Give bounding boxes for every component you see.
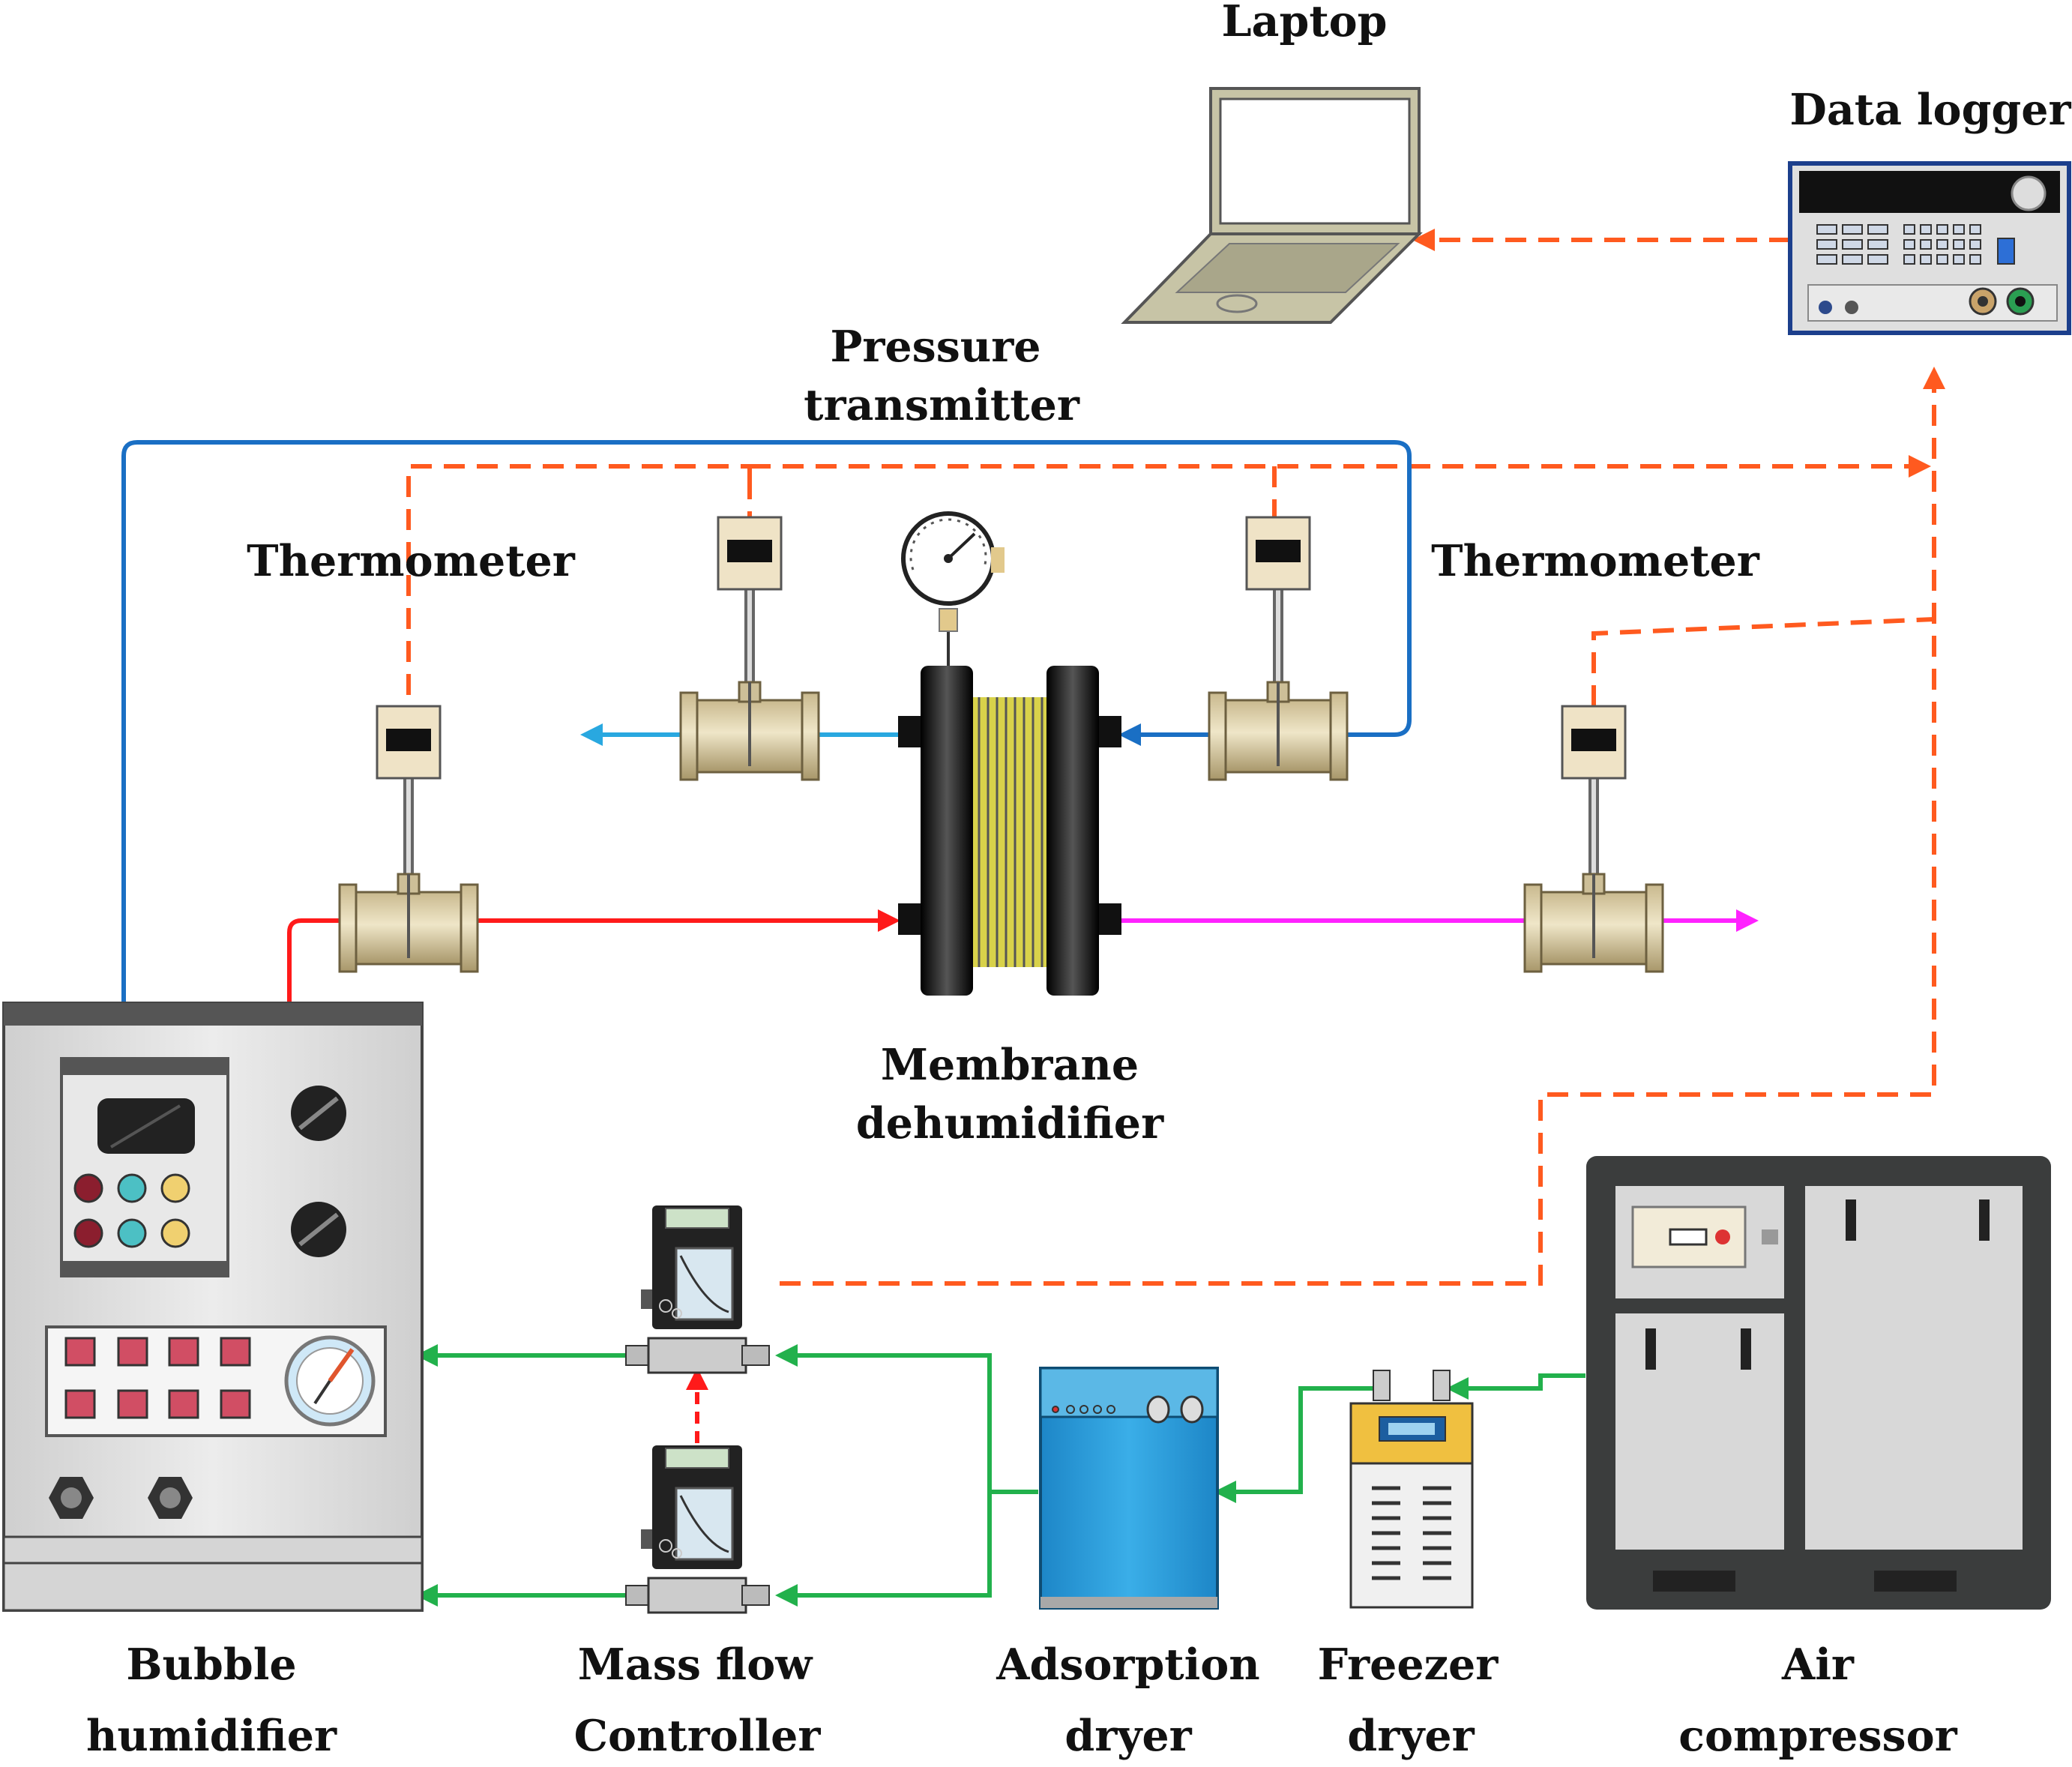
membrane-dehumidifier [898,608,1121,996]
data-logger-label: Data logger [1789,85,2071,135]
freezer-dryer [1349,1370,1474,1609]
pressure-transmitter-label-line2: transmitter [804,380,1080,430]
thermometer-left-label: Thermometer [247,536,576,586]
pressure-transmitter-right [1208,516,1349,781]
signal-bus-top [406,464,752,706]
thermometer-left [338,705,479,973]
pressure-gauge-icon [901,511,1005,606]
mfc-label-line2: Controller [574,1711,822,1761]
signal-thermometer-right [1591,617,1935,706]
pressure-transmitter-left [679,516,820,781]
freezer-dryer-label-line1: Freezer [1318,1640,1499,1690]
data-logger [1788,161,2071,335]
air-compressor [1586,1156,2051,1610]
membrane-label-line1: Membrane [881,1040,1139,1090]
bubble-humidifier-label-line1: Bubble [126,1640,296,1690]
mass-flow-controller-lower [625,1445,770,1614]
adsorption-to-mfc-lower [775,1492,992,1607]
compressor-to-freezer [1446,1373,1585,1400]
laptop [1121,87,1423,324]
air-compressor-label-line1: Air [1781,1640,1855,1690]
sweep-gas-in [121,440,1412,1003]
adsorption-dryer-label-line2: dryer [1064,1711,1192,1761]
laptop-label: Laptop [1221,0,1387,46]
bubble-humidifier [2,1002,424,1612]
mass-flow-controller-upper [625,1205,770,1374]
freezer-dryer-label-line2: dryer [1347,1711,1475,1761]
pressure-transmitter-label-line1: Pressure [830,322,1040,372]
thermometer-right-label: Thermometer [1431,536,1760,586]
freezer-to-adsorption [1214,1386,1381,1503]
adsorption-dryer-label-line1: Adsorption [996,1640,1260,1690]
bubble-humidifier-label-line2: humidifier [86,1711,337,1761]
membrane-label-line2: dehumidifier [856,1098,1164,1149]
humid-air-line [287,909,900,1003]
signal-lines [406,229,1945,1286]
adsorption-to-mfc [775,1344,1038,1494]
thermometer-right [1523,705,1664,973]
adsorption-dryer [1039,1367,1219,1610]
signal-mfc-to-logger [780,367,1945,1286]
air-compressor-label-line2: compressor [1678,1711,1957,1761]
mfc-label-line1: Mass flow [578,1640,814,1690]
